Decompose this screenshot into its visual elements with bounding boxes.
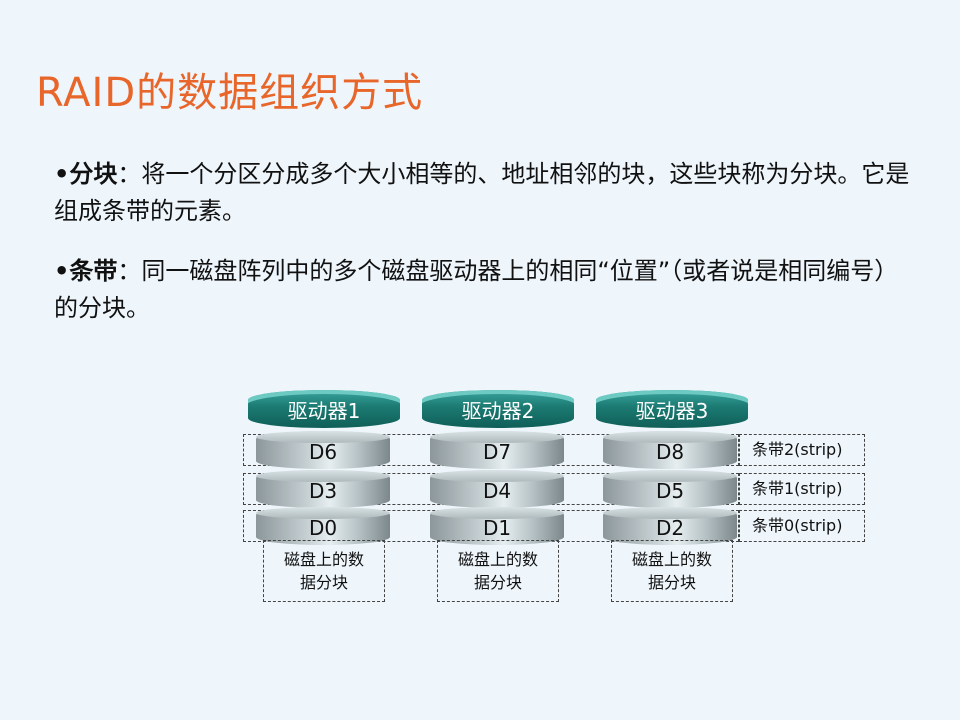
- strip-label-0: 条带0(strip): [739, 510, 865, 542]
- block-label: D3: [309, 479, 337, 503]
- disk-block: D3: [256, 470, 390, 508]
- disk-block: D7: [430, 431, 564, 469]
- drive-1-header: 驱动器1: [248, 390, 400, 428]
- disk-block: D8: [603, 431, 737, 469]
- bullet-text: ：将一个分区分成多个大小相等的、地址相邻的块，这些块称为分块。它是组成条带的元素…: [54, 160, 909, 225]
- disk-block: D5: [603, 470, 737, 508]
- bullet-block: •分块：将一个分区分成多个大小相等的、地址相邻的块，这些块称为分块。它是组成条带…: [54, 156, 914, 230]
- disk-block: D4: [430, 470, 564, 508]
- block-label: D7: [483, 440, 511, 464]
- block-label: D1: [483, 516, 511, 540]
- disk-block: D6: [256, 431, 390, 469]
- block-label: D2: [656, 516, 684, 540]
- drive-1-caption: 磁盘上的数据分块: [263, 540, 385, 602]
- drive-2-caption: 磁盘上的数据分块: [437, 540, 559, 602]
- bullet-text: ：同一磁盘阵列中的多个磁盘驱动器上的相同“位置”（或者说是相同编号）的分块。: [54, 257, 898, 322]
- bullet-strip: •条带：同一磁盘阵列中的多个磁盘驱动器上的相同“位置”（或者说是相同编号）的分块…: [54, 253, 914, 327]
- strip-label-1: 条带1(strip): [739, 473, 865, 505]
- block-label: D0: [309, 516, 337, 540]
- block-label: D6: [309, 440, 337, 464]
- drive-3-caption: 磁盘上的数据分块: [611, 540, 733, 602]
- block-label: D5: [656, 479, 684, 503]
- drive-3-header: 驱动器3: [596, 390, 748, 428]
- bullet-term: •条带: [54, 257, 117, 285]
- drive-2-header: 驱动器2: [422, 390, 574, 428]
- bullet-term: •分块: [54, 160, 117, 188]
- page-title: RAID的数据组织方式: [36, 60, 423, 118]
- block-label: D4: [483, 479, 511, 503]
- block-label: D8: [656, 440, 684, 464]
- strip-label-2: 条带2(strip): [739, 434, 865, 466]
